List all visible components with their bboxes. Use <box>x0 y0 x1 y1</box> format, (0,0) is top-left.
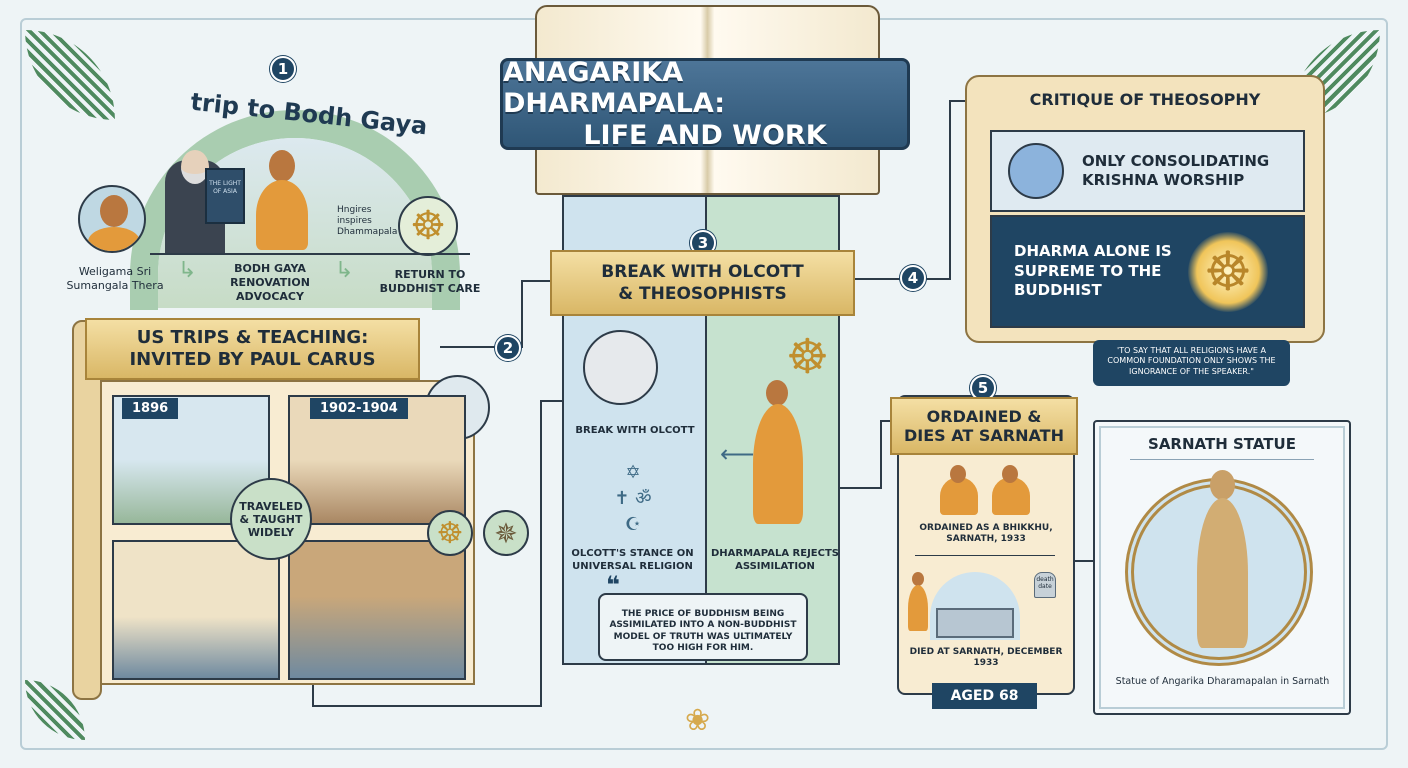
monk-portrait <box>78 185 146 253</box>
break-title: BREAK WITH OLCOTT & THEOSOPHISTS <box>550 250 855 316</box>
quote-mark-icon: ❝ <box>606 571 621 599</box>
glowing-dharma-wheel-icon: ☸ <box>1188 231 1268 312</box>
death-date-sign: death date <box>1034 572 1056 598</box>
connector-line <box>1075 560 1095 562</box>
us-trips-title: US TRIPS & TEACHING: INVITED BY PAUL CAR… <box>85 318 420 380</box>
connector-line <box>820 487 880 489</box>
step-number-4: 4 <box>900 265 926 291</box>
krishna-text: ONLY CONSOLIDATING KRISHNA WORSHIP <box>1082 151 1270 190</box>
traveled-badge: TRAVELED & TAUGHT WIDELY <box>230 478 312 560</box>
dharma-box: DHARMA ALONE IS SUPREME TO THE BUDDHIST … <box>990 215 1305 328</box>
tomb-illustration <box>930 572 1020 640</box>
light-of-asia-book: THE LIGHT OF ASIA <box>205 168 245 224</box>
ordained-title: ORDAINED & DIES AT SARNATH <box>890 397 1078 455</box>
arrow-icon: ↳ <box>178 258 197 283</box>
connector-line <box>312 705 542 707</box>
connector-line <box>855 278 900 280</box>
title-banner: ANAGARIKA DHARMAPALA: LIFE AND WORK <box>500 57 910 151</box>
scene-court <box>288 540 466 680</box>
connector-line <box>312 685 314 705</box>
arrow-icon: ↳ <box>335 258 354 283</box>
connector-line <box>540 400 542 707</box>
quote-box: ❝ THE PRICE OF BUDDHISM BEING ASSIMILATED… <box>598 573 808 661</box>
dharmapala-figure <box>252 150 312 250</box>
inspires-text: Hngires inspires Dhammapala <box>337 205 398 237</box>
statue-title: SARNATH STATUE <box>1148 435 1296 453</box>
connector-line <box>949 100 951 280</box>
interfaith-symbols-icon: ✡✝ ॐ☪ <box>614 462 652 535</box>
dharma-text: DHARMA ALONE IS SUPREME TO THE BUDDHIST <box>1014 242 1172 300</box>
connector-line <box>949 100 967 102</box>
krishna-box: ONLY CONSOLIDATING KRISHNA WORSHIP <box>990 130 1305 212</box>
aged-banner: AGED 68 <box>932 683 1037 709</box>
compass-icon: ✵ <box>483 510 529 556</box>
outcome-return: RETURN TO BUDDHIST CARE <box>379 268 481 295</box>
title-line2: LIFE AND WORK <box>583 119 827 151</box>
outcome-renovation: BODH GAYA RENOVATION ADVOCACY <box>230 262 310 303</box>
dharmapala-standing <box>750 380 805 530</box>
connector-line <box>521 280 551 282</box>
krishna-portrait <box>1008 143 1064 199</box>
connector-line <box>880 420 882 489</box>
dharma-wheel-icon: ☸ <box>785 329 830 385</box>
ordained-caption: ORDAINED AS A BHIKKHU, SARNATH, 1933 <box>919 523 1053 545</box>
monk-caption: Weligama Sri Sumangala Thera <box>66 265 164 292</box>
connector-line <box>440 346 495 348</box>
olcott-caption: BREAK WITH OLCOTT <box>575 425 695 436</box>
step-number-1: 1 <box>270 56 296 82</box>
monk-figure <box>908 572 928 634</box>
rejects-caption: DHARMAPALA REJECTS ASSIMILATION <box>711 548 839 572</box>
year-1902-1904: 1902-1904 <box>310 398 408 419</box>
connector-line <box>521 280 523 348</box>
ordination-illustration <box>940 465 1030 515</box>
critique-title: CRITIQUE OF THEOSOPHY <box>1029 90 1261 109</box>
dharma-wheel-icon: ☸ <box>398 196 458 256</box>
year-1896: 1896 <box>122 398 179 419</box>
step-number-2: 2 <box>495 335 521 361</box>
divider <box>1130 459 1314 460</box>
olcott-portrait <box>583 330 658 405</box>
quote-text: THE PRICE OF BUDDHISM BEING ASSIMILATED … <box>609 609 797 653</box>
arrow-icon: ⟵ <box>720 440 755 468</box>
olcott-stance-caption: OLCOTT'S STANCE ON UNIVERSAL RELIGION <box>571 548 694 572</box>
divider <box>915 555 1055 556</box>
title-line2: DIES AT SARNATH <box>904 426 1064 445</box>
title-line1: US TRIPS & TEACHING: <box>136 326 369 348</box>
statue-caption: Statue of Angarika Dharamapalan in Sarna… <box>1115 676 1330 687</box>
dharma-wheel-icon: ☸ <box>427 510 473 556</box>
title-line1: ORDAINED & <box>926 406 1042 426</box>
connector-line <box>926 278 951 280</box>
critique-quote: 'TO SAY THAT ALL RELIGIONS HAVE A COMMON… <box>1093 340 1290 386</box>
title-line1: ANAGARIKA DHARMAPALA: <box>503 57 726 120</box>
baseline-divider <box>150 253 470 255</box>
died-caption: DIED AT SARNATH, DECEMBER 1933 <box>909 647 1063 669</box>
title-line2: & THEOSOPHISTS <box>618 284 787 304</box>
lotus-icon: ❀ <box>685 703 711 738</box>
title-line2: INVITED BY PAUL CARUS <box>129 349 376 370</box>
connector-line <box>880 420 898 422</box>
title-line1: BREAK WITH OLCOTT <box>601 261 804 282</box>
statue-figure <box>1195 470 1250 655</box>
scene-lecture <box>112 540 280 680</box>
